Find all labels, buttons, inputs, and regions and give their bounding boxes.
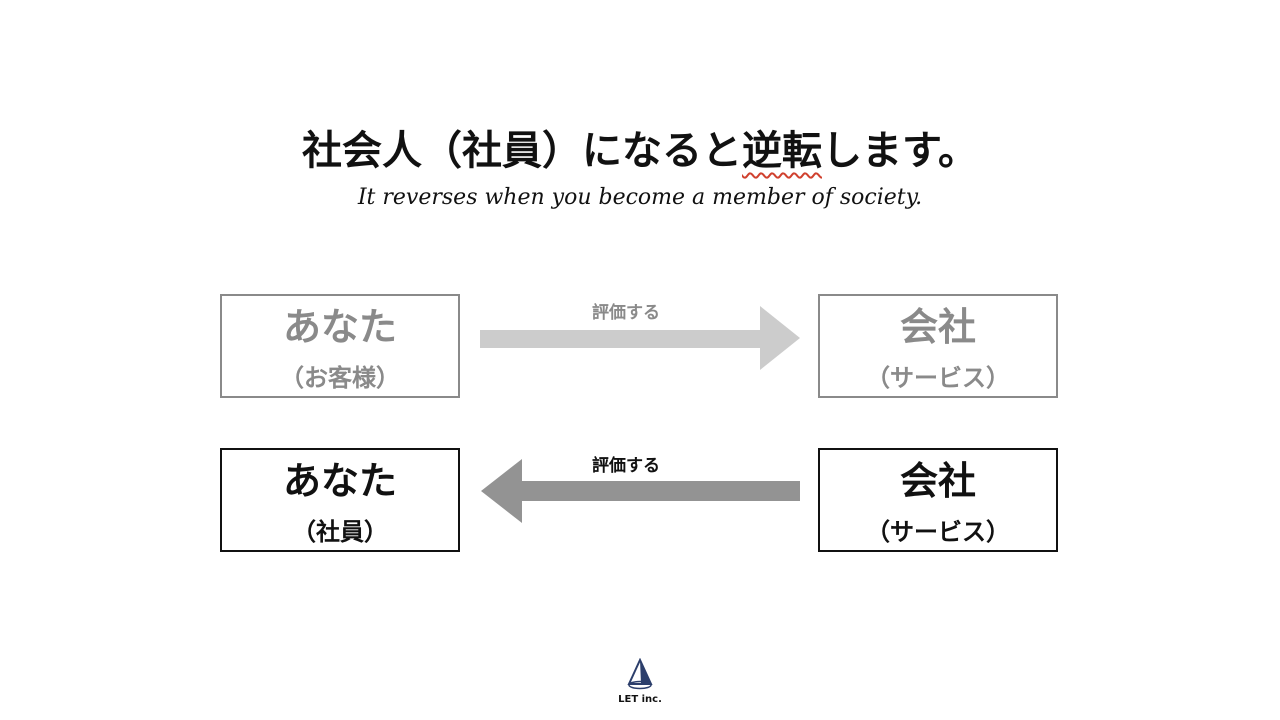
box-main: あなた [282,458,397,503]
logo-cone-icon [627,658,653,690]
box-main: 会社 [899,458,976,503]
box-main: あなた [282,304,397,349]
title-text-end: します。 [822,127,978,174]
slide-subtitle: It reverses when you become a member of … [357,185,923,210]
arrow-label-top: 評価する [592,303,660,323]
title-text: 社会人（社員）になると [302,127,742,174]
box-company-service: 会社 （サービス） [818,294,1058,398]
box-you-employee: あなた （社員） [220,448,460,552]
arrow-label-bottom: 評価する [592,456,660,476]
box-company-service-2: 会社 （サービス） [818,448,1058,552]
right-arrow-icon [480,306,800,370]
logo-text: LET inc. [618,694,662,705]
box-sub: （お客様） [280,363,400,392]
left-arrow-icon [481,459,800,523]
slide-title: 社会人（社員）になると逆転します。 [0,118,1280,176]
box-sub: （サービス） [866,517,1010,546]
box-main: 会社 [899,304,976,349]
title-highlight: 逆転 [742,127,822,174]
box-sub: （社員） [292,517,388,546]
box-sub: （サービス） [866,363,1010,392]
box-you-customer: あなた （お客様） [220,294,460,398]
